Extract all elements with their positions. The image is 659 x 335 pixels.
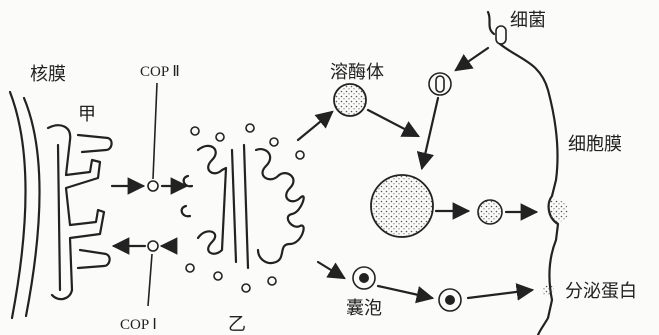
label-jia: 甲	[78, 104, 96, 125]
label-bacterium: 细菌	[510, 10, 546, 31]
secretory-vesicle-1	[353, 267, 375, 289]
secretory-vesicle-2	[439, 289, 461, 311]
secretion-arrow	[468, 290, 532, 298]
label-secreted-protein: 分泌蛋白	[565, 281, 637, 302]
label-cop2: COP Ⅱ	[140, 64, 180, 80]
residual-body	[478, 200, 502, 224]
secondary-lysosome	[371, 175, 433, 237]
phagosome-arrow	[422, 98, 438, 168]
label-cop1: COP Ⅰ	[120, 317, 157, 333]
label-lysosome: 溶酶体	[330, 62, 384, 83]
endoplasmic-reticulum	[48, 125, 112, 299]
golgi-to-vesicle-arrow	[318, 262, 344, 278]
cop2-vesicle	[148, 181, 158, 191]
secreted-protein-dots	[542, 284, 554, 296]
lysosome-to-fusion-arrow	[368, 110, 418, 136]
golgi-to-lysosome-arrow	[298, 112, 332, 140]
golgi-apparatus	[182, 124, 304, 292]
cop2-transport	[112, 83, 186, 191]
cop1-vesicle	[148, 241, 158, 251]
bacterium-arrow	[456, 48, 488, 70]
cop1-transport	[114, 241, 176, 306]
label-cell-membrane: 细胞膜	[568, 134, 622, 155]
label-vesicle: 囊泡	[346, 298, 382, 319]
nuclear-membrane	[10, 92, 40, 318]
label-nuclear-membrane: 核膜	[30, 64, 66, 85]
vesicle-transport-arrow	[378, 286, 432, 298]
lysosome	[334, 84, 366, 116]
bacterium	[488, 12, 506, 44]
phagosome	[429, 73, 451, 95]
label-yi: 乙	[228, 314, 246, 335]
